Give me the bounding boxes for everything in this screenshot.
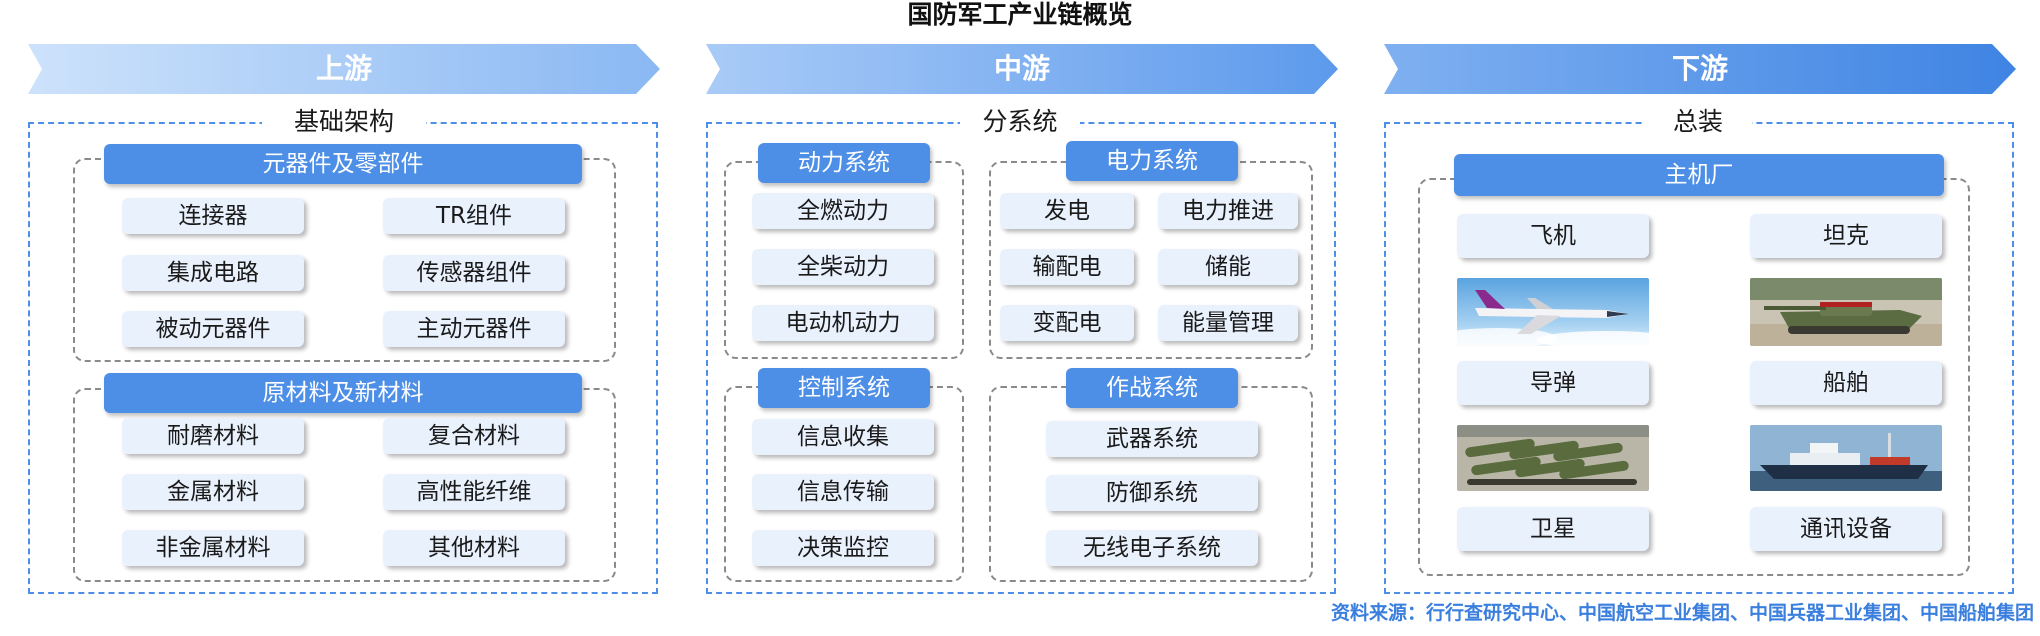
item-high-performance-fiber: 高性能纤维 (383, 474, 565, 510)
item-gas-turbine-power: 全燃动力 (752, 193, 934, 229)
item-energy-storage: 储能 (1158, 249, 1298, 285)
item-active-components: 主动元器件 (383, 311, 565, 347)
item-sensor-assembly: 传感器组件 (383, 255, 565, 291)
item-power-distribution: 输配电 (1000, 249, 1134, 285)
item-energy-management: 能量管理 (1158, 305, 1298, 341)
missile-picture (1457, 425, 1649, 491)
item-electric-propulsion: 电力推进 (1158, 193, 1298, 229)
aircraft-picture (1457, 278, 1649, 346)
item-communication-equipment: 通讯设备 (1750, 507, 1942, 551)
group-header-electrical-system: 电力系统 (1066, 141, 1238, 181)
item-connector: 连接器 (122, 198, 304, 234)
item-transformation-distribution: 变配电 (1000, 305, 1134, 341)
item-passive-components: 被动元器件 (122, 311, 304, 347)
item-tr-module: TR组件 (383, 198, 565, 234)
group-header-oem: 主机厂 (1454, 154, 1944, 196)
banner-arrow-shape (28, 44, 660, 94)
banner-downstream: 下游 (1384, 44, 2016, 94)
item-composite-material: 复合材料 (383, 418, 565, 454)
banner-upstream: 上游 (28, 44, 660, 94)
item-information-collection: 信息收集 (752, 419, 934, 455)
ship-image (1750, 425, 1942, 491)
group-header-components: 元器件及零部件 (104, 144, 582, 184)
banner-midstream-label: 中游 (993, 52, 1050, 85)
group-header-control-system: 控制系统 (758, 368, 930, 408)
banner-midstream: 中游 (706, 44, 1338, 94)
item-nonmetal-material: 非金属材料 (122, 530, 304, 566)
item-electric-motor-power: 电动机动力 (752, 305, 934, 341)
item-wear-resistant-material: 耐磨材料 (122, 418, 304, 454)
item-information-transmission: 信息传输 (752, 474, 934, 510)
banner-arrow-shape (706, 44, 1338, 94)
item-other-materials: 其他材料 (383, 530, 565, 566)
diagram-title: 国防军工产业链概览 (907, 0, 1133, 29)
item-tank: 坦克 (1750, 214, 1942, 258)
item-electronic-warfare-system: 无线电子系统 (1046, 530, 1258, 566)
upstream-section-label: 基础架构 (262, 105, 426, 139)
group-header-materials: 原材料及新材料 (104, 373, 582, 413)
item-missile: 导弹 (1457, 361, 1649, 405)
banner-upstream-label: 上游 (315, 52, 372, 85)
item-decision-monitoring: 决策监控 (752, 530, 934, 566)
banner-downstream-label: 下游 (1671, 52, 1728, 85)
midstream-section-label: 分系统 (960, 105, 1080, 139)
ship-picture (1750, 425, 1942, 491)
item-integrated-circuit: 集成电路 (122, 255, 304, 291)
aircraft-image (1457, 278, 1649, 346)
item-ship: 船舶 (1750, 361, 1942, 405)
item-defense-system: 防御系统 (1046, 475, 1258, 511)
item-diesel-power: 全柴动力 (752, 249, 934, 285)
item-satellite: 卫星 (1457, 507, 1649, 551)
item-aircraft: 飞机 (1457, 214, 1649, 258)
item-weapon-system: 武器系统 (1046, 421, 1258, 457)
group-header-power-system: 动力系统 (758, 143, 930, 183)
tank-image (1750, 278, 1942, 346)
banner-arrow-shape (1384, 44, 2016, 94)
group-header-combat-system: 作战系统 (1066, 368, 1238, 408)
downstream-section-label: 总装 (1644, 105, 1752, 139)
source-note: 资料来源：行行查研究中心、中国航空工业集团、中国兵器工业集团、中国船舶集团 (1330, 602, 2034, 624)
tank-picture (1750, 278, 1942, 346)
missile-image (1457, 425, 1649, 491)
item-metal-material: 金属材料 (122, 474, 304, 510)
item-power-generation: 发电 (1000, 193, 1134, 229)
